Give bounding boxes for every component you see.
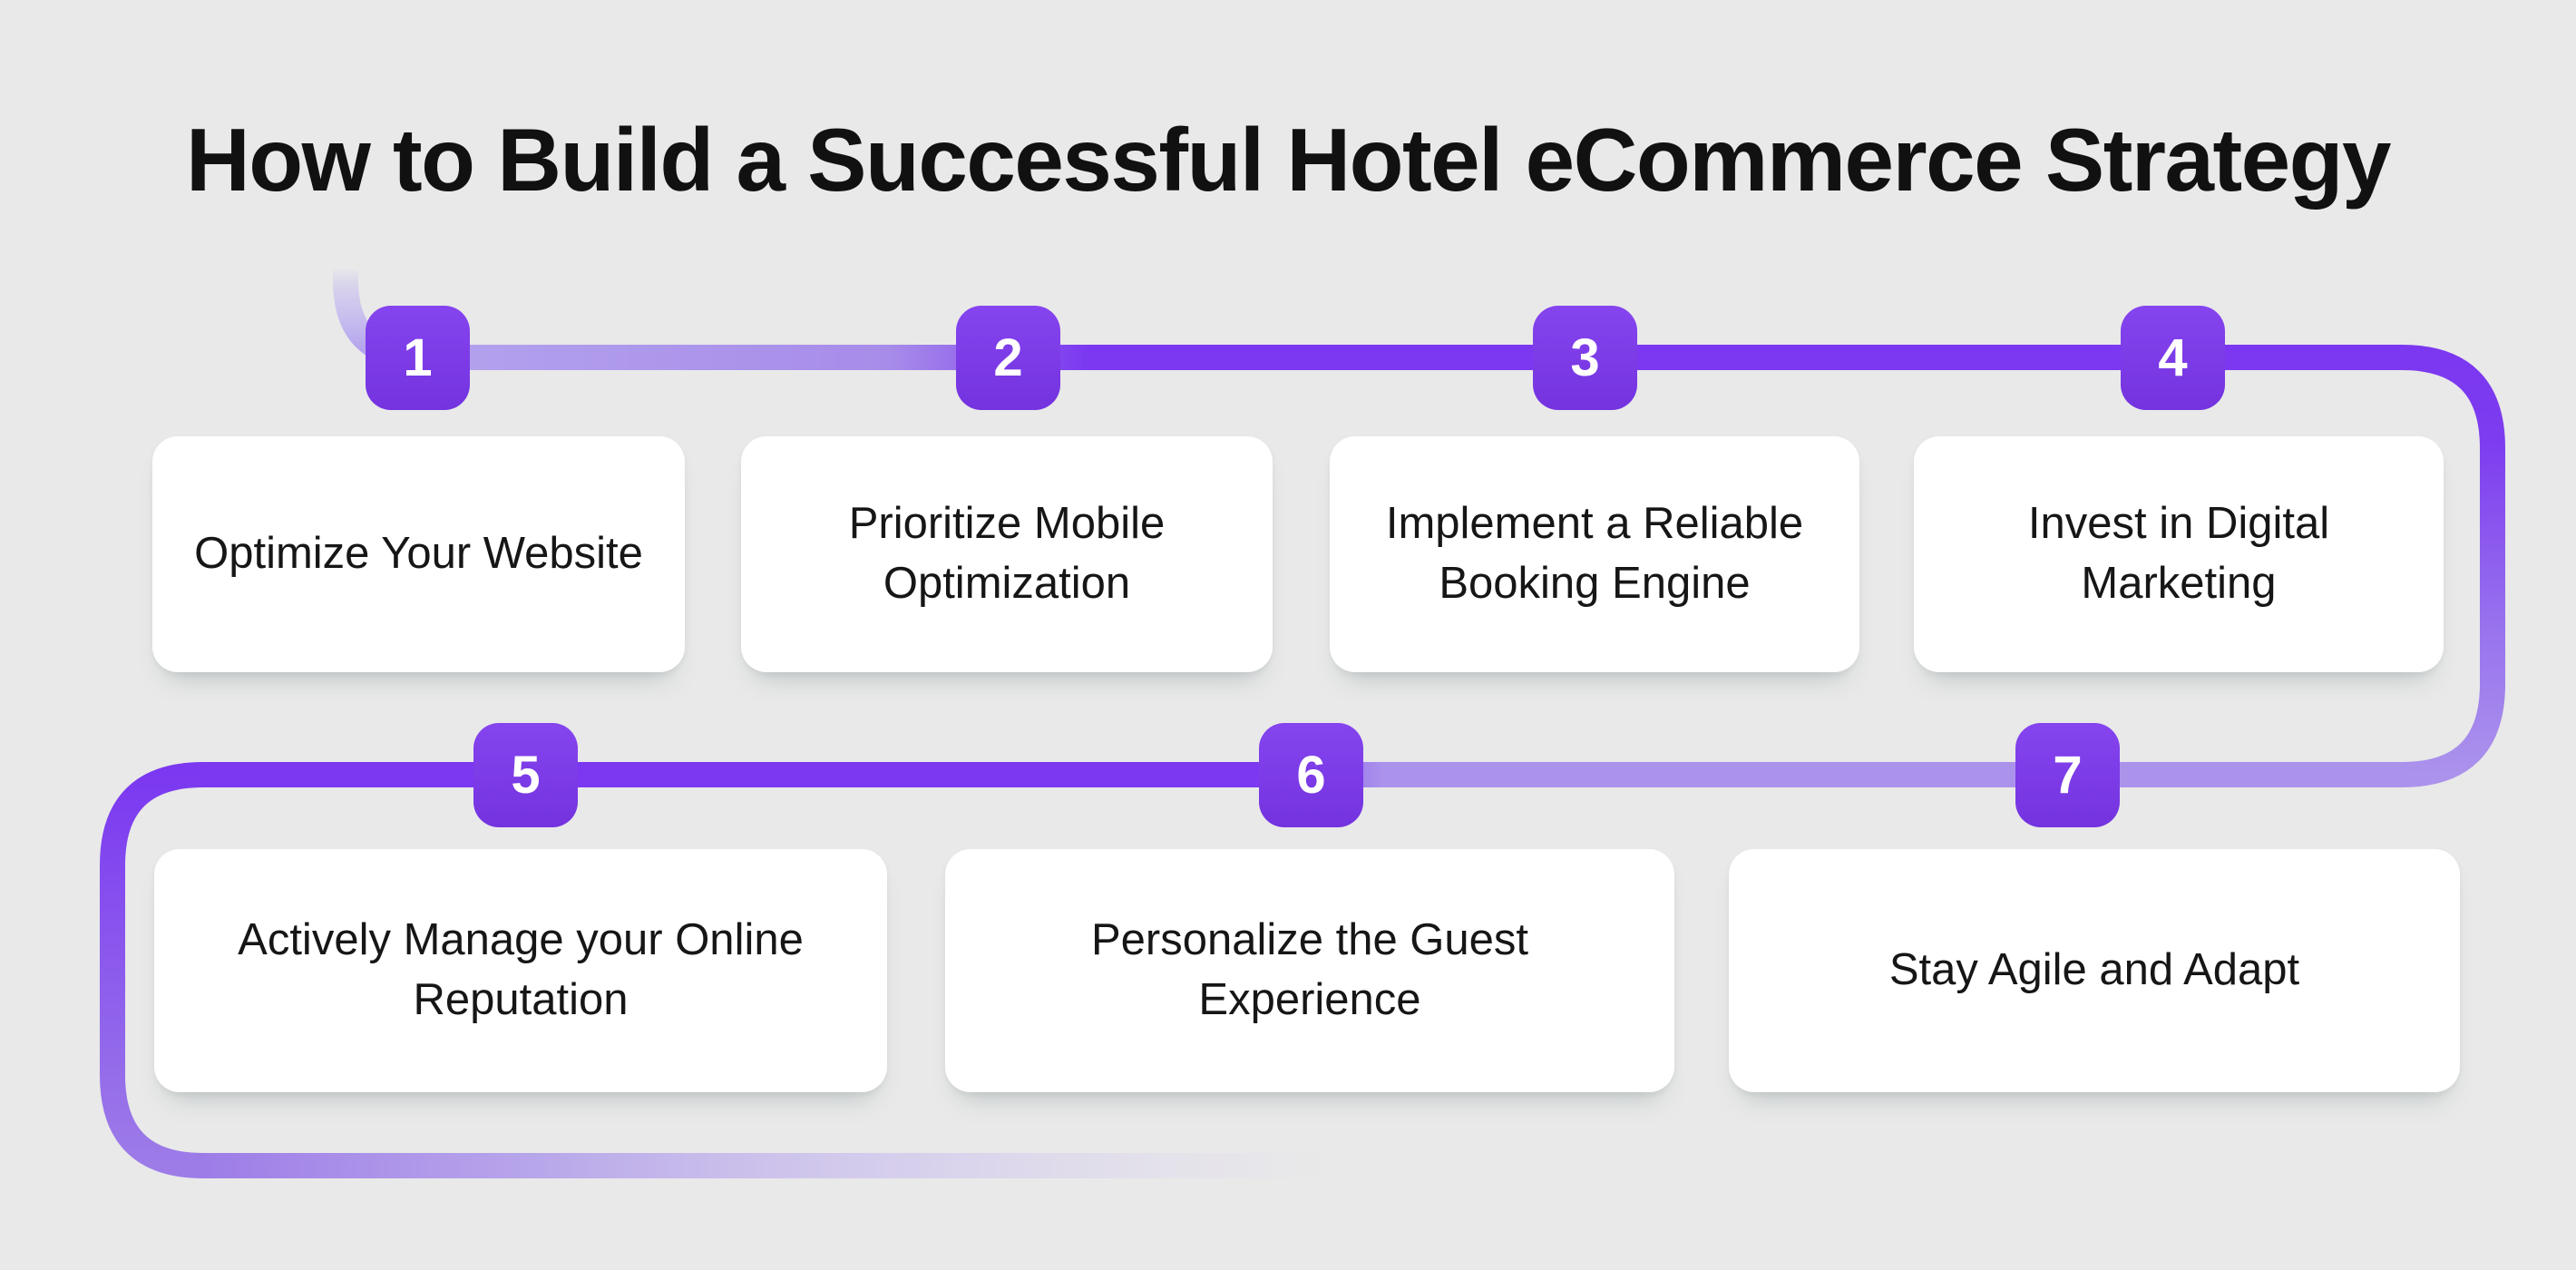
step-badge-4: 4 xyxy=(2121,306,2225,410)
step-badge-6: 6 xyxy=(1259,723,1363,827)
step-card-3: Implement a Reliable Booking Engine xyxy=(1330,436,1859,672)
step-badge-7: 7 xyxy=(2015,723,2120,827)
step-card-6: Personalize the Guest Experience xyxy=(945,849,1674,1092)
step-card-1: Optimize Your Website xyxy=(152,436,685,672)
step-card-6-label: Personalize the Guest Experience xyxy=(1090,915,1529,1024)
step-badge-5: 5 xyxy=(473,723,578,827)
step-badge-1: 1 xyxy=(366,306,470,410)
step-badge-2: 2 xyxy=(956,306,1060,410)
step-badge-3: 3 xyxy=(1533,306,1637,410)
step-card-1-label: Optimize Your Website xyxy=(194,529,643,579)
step-card-5: Actively Manage your Online Reputation xyxy=(154,849,887,1092)
step-card-5-label: Actively Manage your Online Reputation xyxy=(238,915,804,1024)
step-card-3-label: Implement a Reliable Booking Engine xyxy=(1385,499,1804,608)
path-left-curve xyxy=(100,762,204,1178)
path-right-curve xyxy=(2401,345,2505,787)
step-card-7: Stay Agile and Adapt xyxy=(1729,849,2460,1092)
step-card-4: Invest in Digital Marketing xyxy=(1914,436,2444,672)
step-card-7-label: Stay Agile and Adapt xyxy=(1888,945,2300,995)
page-title: How to Build a Successful Hotel eCommerc… xyxy=(185,110,2392,210)
step-card-2-label: Prioritize Mobile Optimization xyxy=(848,499,1166,608)
step-card-4-label: Invest in Digital Marketing xyxy=(2027,499,2330,608)
step-card-2: Prioritize Mobile Optimization xyxy=(741,436,1273,672)
